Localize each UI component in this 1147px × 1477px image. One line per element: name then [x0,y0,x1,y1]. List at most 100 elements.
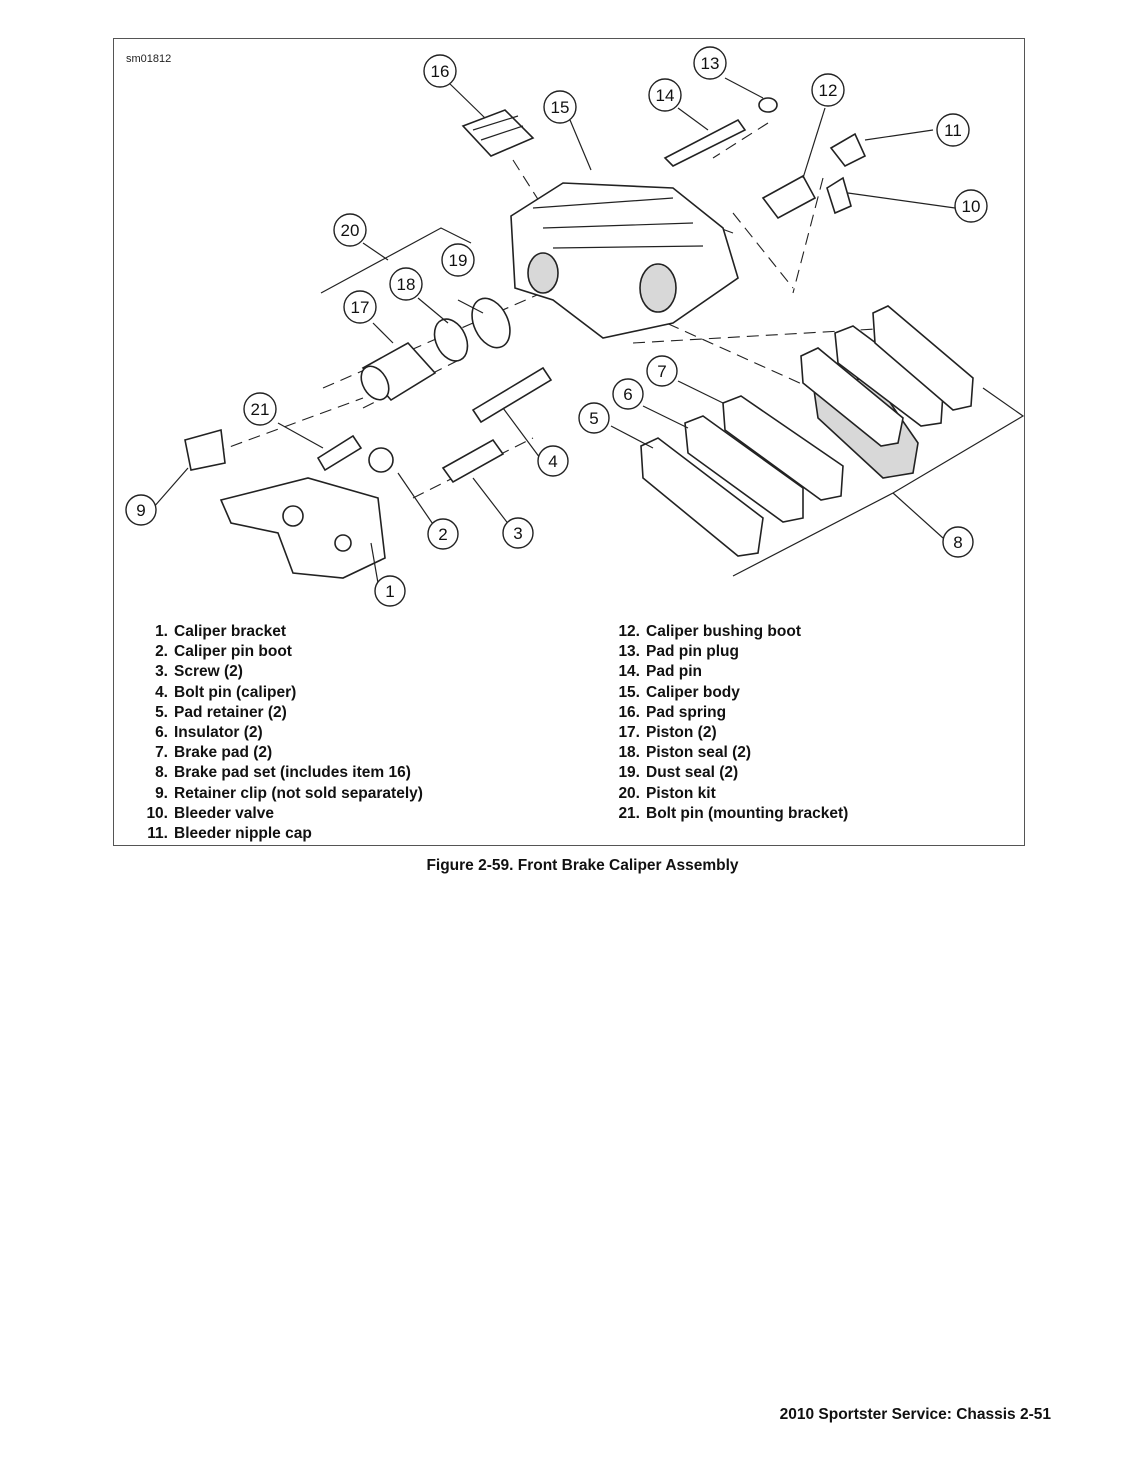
piston-seal-part [433,318,469,362]
svg-text:6: 6 [623,385,632,404]
legend-text: Pad pin [646,663,702,681]
pad-spring-part [461,109,535,157]
legend-text: Bleeder valve [174,804,274,822]
legend-text: Piston seal (2) [646,744,752,762]
legend-item: 21.Bolt pin (mounting bracket) [610,804,1010,824]
legend-item: 10.Bleeder valve [138,804,578,824]
legend-item: 7.Brake pad (2) [138,743,578,763]
callout-10: 10 [954,189,988,223]
insulator-part [684,415,804,523]
page-footer: 2010 Sportster Service: Chassis 2-51 [779,1406,1051,1423]
legend-item: 2.Caliper pin boot [138,642,578,662]
legend-text: Pad pin plug [646,643,739,661]
assembly-axis [712,122,769,159]
svg-text:16: 16 [431,62,450,81]
svg-text:4: 4 [548,452,557,471]
legend-item: 3.Screw (2) [138,662,578,682]
legend-item: 19.Dust seal (2) [610,763,1010,783]
legend-item: 15.Caliper body [610,683,1010,703]
callout-21: 21 [243,392,277,426]
brake-pad-set-part [834,325,944,427]
brake-pad-set-part [872,305,974,411]
legend-text: Dust seal (2) [646,764,739,782]
svg-text:7: 7 [657,362,666,381]
callout-14: 14 [648,78,682,112]
callout-11: 11 [936,113,970,147]
bolt-pin-caliper-part [471,366,553,424]
legend-item: 16.Pad spring [610,703,1010,723]
pad-retainer-part [640,437,764,557]
callout-17: 17 [343,290,377,324]
retainer-clip-part [184,428,226,471]
legend-text: Brake pad (2) [174,744,273,762]
legend-text: Bolt pin (caliper) [174,683,297,701]
assembly-axis [732,212,794,289]
figure-frame [113,38,1025,846]
legend-text: Pad retainer (2) [174,703,287,721]
callout-layer: 1 2 3 4 5 6 7 8 9 10 11 12 13 14 15 16 1… [125,46,988,607]
svg-text:2: 2 [438,525,447,544]
legend-text: Screw (2) [174,663,243,681]
callout-9: 9 [125,494,157,526]
callout-18: 18 [389,267,423,301]
svg-text:12: 12 [819,81,838,100]
brake-pad-set-bracket [732,387,1025,577]
piston-part [360,341,437,402]
legend-item: 20.Piston kit [610,784,1010,804]
callout-7: 7 [646,355,678,387]
legend-text: Caliper body [646,683,740,701]
svg-text:9: 9 [136,501,145,520]
legend-text: Caliper pin boot [174,643,292,661]
legend-text: Piston kit [646,784,716,802]
legend-item: 4.Bolt pin (caliper) [138,683,578,703]
legend-text: Retainer clip (not sold separately) [174,784,423,802]
pad-pin-part [663,118,747,167]
dust-seal-part [471,297,511,349]
callout-3: 3 [502,517,534,549]
svg-text:3: 3 [513,524,522,543]
assembly-axis [792,177,824,294]
svg-text:15: 15 [551,98,570,117]
callout-8: 8 [942,526,974,558]
svg-text:5: 5 [589,409,598,428]
callout-1: 1 [374,575,406,607]
leader-lines [152,77,956,584]
callout-2: 2 [427,518,459,550]
exploded-view-diagram [152,77,1025,584]
legend-text: Brake pad set (includes item 16) [174,764,411,782]
legend-text: Caliper bushing boot [646,623,801,640]
svg-text:14: 14 [656,86,675,105]
legend-text: Piston (2) [646,724,717,742]
parts-legend-right: 12.Caliper bushing boot 13.Pad pin plug … [610,622,1010,824]
legend-text: Insulator (2) [174,724,263,742]
legend-item: 8.Brake pad set (includes item 16) [138,763,578,783]
callout-5: 5 [578,402,610,434]
legend-item: 14.Pad pin [610,662,1010,682]
svg-text:10: 10 [962,197,981,216]
callout-6: 6 [612,378,644,410]
callout-15: 15 [543,90,577,124]
caliper-pin-boot-part [368,447,394,473]
bleeder-nipple-cap-part [829,132,867,168]
legend-text: Caliper bracket [174,623,286,640]
legend-item: 9.Retainer clip (not sold separately) [138,784,578,804]
assembly-axis [212,397,364,454]
legend-item: 6.Insulator (2) [138,723,578,743]
parts-legend-left: 1.Caliper bracket 2.Caliper pin boot 3.S… [138,622,578,844]
assembly-axis [632,307,834,399]
legend-item: 18.Piston seal (2) [610,743,1010,763]
legend-item: 12.Caliper bushing boot [610,622,1010,642]
callout-4: 4 [537,445,569,477]
callout-12: 12 [811,73,845,107]
caliper-bracket-part [219,477,386,579]
svg-text:18: 18 [397,275,416,294]
callout-16: 16 [423,54,457,88]
pad-pin-plug-part [758,97,778,113]
svg-text:19: 19 [449,251,468,270]
svg-text:13: 13 [701,54,720,73]
callout-13: 13 [693,46,727,80]
callout-20: 20 [333,213,367,247]
legend-text: Pad spring [646,703,727,721]
svg-text:1: 1 [385,582,394,601]
screw-part [441,438,505,484]
